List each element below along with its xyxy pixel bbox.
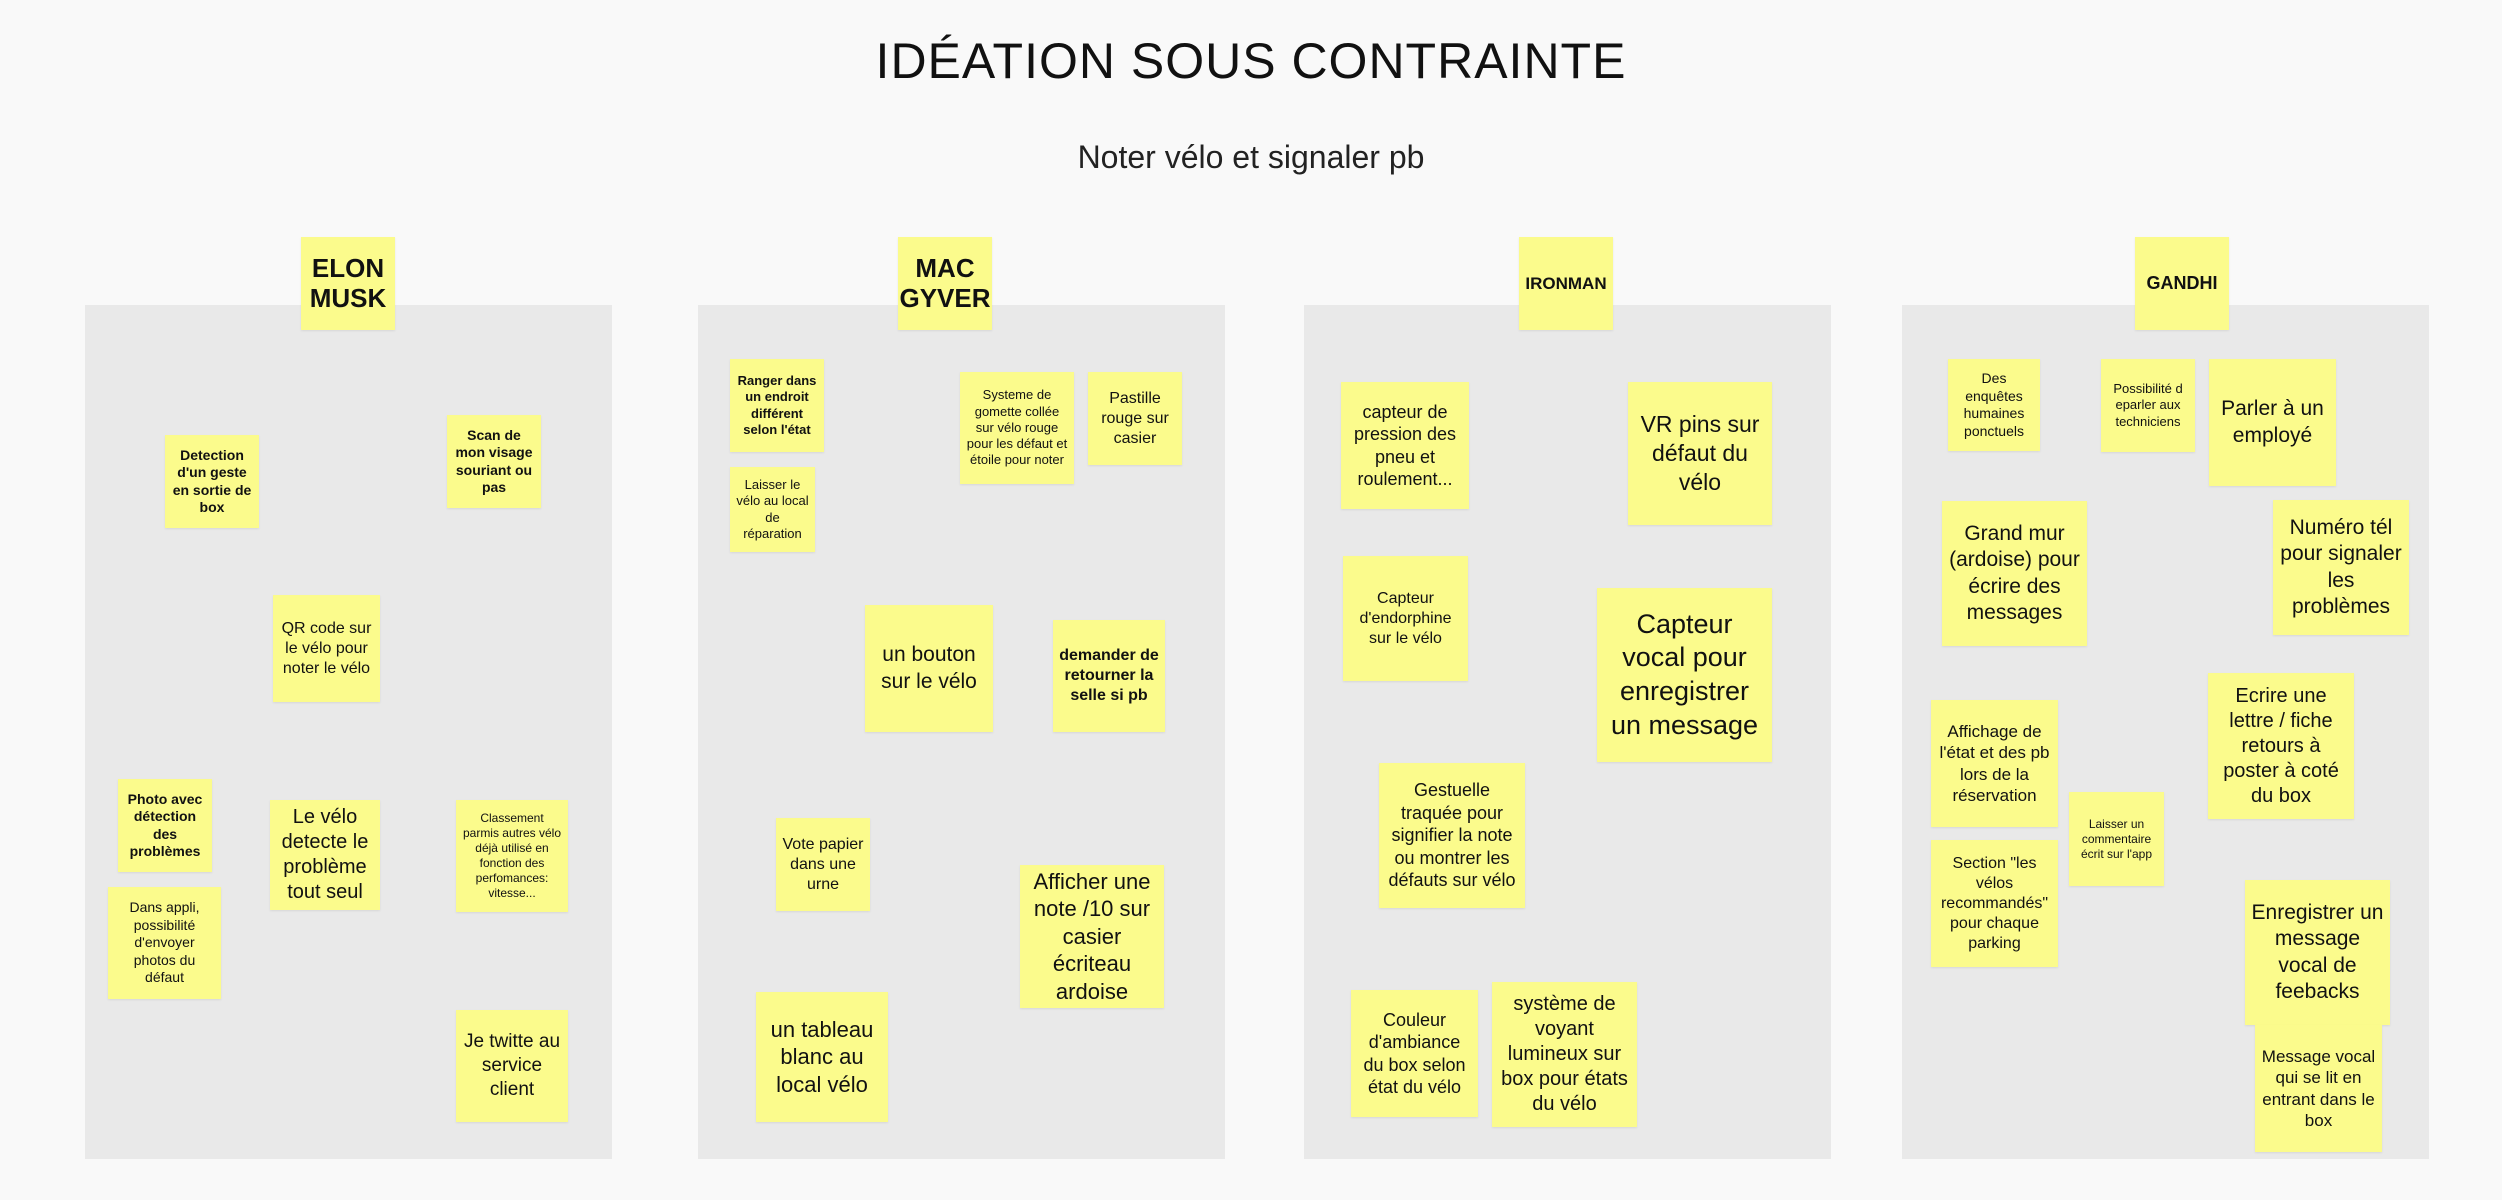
sticky-note[interactable]: Gestuelle traquée pour signifier la note… bbox=[1379, 763, 1525, 908]
sticky-note[interactable]: Vote papier dans une urne bbox=[776, 818, 870, 911]
sticky-note[interactable]: Photo avec détection des problèmes bbox=[118, 779, 212, 872]
sticky-note[interactable]: Pastille rouge sur casier bbox=[1088, 372, 1182, 465]
sticky-note[interactable]: Message vocal qui se lit en entrant dans… bbox=[2255, 1025, 2382, 1152]
sticky-note[interactable]: capteur de pression des pneu et roulemen… bbox=[1341, 382, 1469, 509]
board-subtitle: Noter vélo et signaler pb bbox=[1077, 139, 1425, 175]
sticky-note[interactable]: Grand mur (ardoise) pour écrire des mess… bbox=[1942, 501, 2087, 646]
sticky-note[interactable]: Afficher une note /10 sur casier écritea… bbox=[1020, 865, 1164, 1008]
sticky-note[interactable]: Scan de mon visage souriant ou pas bbox=[447, 415, 541, 508]
sticky-note[interactable]: Dans appli, possibilité d'envoyer photos… bbox=[108, 887, 221, 999]
sticky-note[interactable]: système de voyant lumineux sur box pour … bbox=[1492, 982, 1637, 1127]
sticky-note[interactable]: Detection d'un geste en sortie de box bbox=[165, 435, 259, 528]
column-header-gandhi[interactable]: GANDHI bbox=[2135, 237, 2229, 330]
sticky-note[interactable]: Laisser le vélo au local de réparation bbox=[730, 467, 815, 552]
sticky-note[interactable]: Ranger dans un endroit différent selon l… bbox=[730, 359, 824, 452]
sticky-note[interactable]: Possibilité d eparler aux techniciens bbox=[2101, 359, 2195, 452]
sticky-note[interactable]: Capteur d'endorphine sur le vélo bbox=[1343, 556, 1468, 681]
sticky-note[interactable]: Numéro tél pour signaler les problèmes bbox=[2273, 500, 2409, 635]
column-header-mac-gyver[interactable]: MAC GYVER bbox=[898, 237, 992, 330]
column-header-ironman[interactable]: IRONMAN bbox=[1519, 237, 1613, 330]
sticky-note[interactable]: Je twitte au service client bbox=[456, 1010, 568, 1122]
sticky-note[interactable]: Classement parmis autres vélo déjà utili… bbox=[456, 800, 568, 912]
sticky-note[interactable]: Des enquêtes humaines ponctuels bbox=[1948, 359, 2040, 451]
sticky-note[interactable]: demander de retourner la selle si pb bbox=[1053, 620, 1165, 732]
sticky-note[interactable]: Laisser un commentaire écrit sur l'app bbox=[2069, 792, 2164, 886]
sticky-note[interactable]: VR pins sur défaut du vélo bbox=[1628, 382, 1772, 525]
sticky-note[interactable]: Ecrire une lettre / fiche retours à post… bbox=[2208, 673, 2354, 819]
sticky-note[interactable]: Systeme de gomette collée sur vélo rouge… bbox=[960, 372, 1074, 484]
sticky-note[interactable]: un bouton sur le vélo bbox=[865, 605, 993, 732]
sticky-note[interactable]: Couleur d'ambiance du box selon état du … bbox=[1351, 990, 1478, 1117]
sticky-note[interactable]: Capteur vocal pour enregistrer un messag… bbox=[1597, 588, 1772, 762]
sticky-note[interactable]: Parler à un employé bbox=[2209, 359, 2336, 486]
column-header-elon-musk[interactable]: ELON MUSK bbox=[301, 237, 395, 330]
sticky-note[interactable]: un tableau blanc au local vélo bbox=[756, 992, 888, 1122]
sticky-note[interactable]: Enregistrer un message vocal de feebacks bbox=[2245, 880, 2390, 1025]
sticky-note[interactable]: Affichage de l'état et des pb lors de la… bbox=[1931, 700, 2058, 827]
board-title: IDÉATION SOUS CONTRAINTE bbox=[875, 33, 1627, 89]
sticky-note[interactable]: Le vélo detecte le problème tout seul bbox=[270, 800, 380, 910]
sticky-note[interactable]: Section "les vélos recommandés" pour cha… bbox=[1931, 840, 2058, 967]
sticky-note[interactable]: QR code sur le vélo pour noter le vélo bbox=[273, 595, 380, 702]
